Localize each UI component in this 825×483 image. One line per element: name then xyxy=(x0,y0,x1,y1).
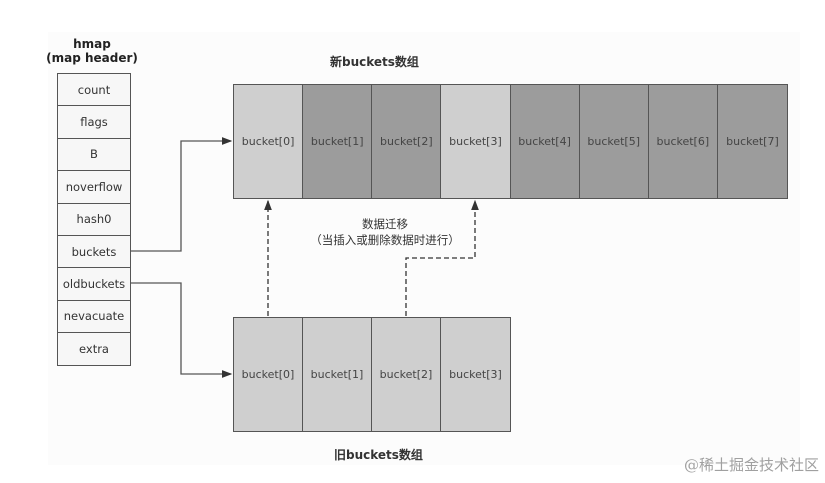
new-buckets-bucket-1: bucket[1] xyxy=(303,85,373,198)
migration-label: 数据迁移 （当插入或删除数据时进行） xyxy=(290,216,480,248)
old-buckets-array: bucket[0]bucket[1]bucket[2]bucket[3] xyxy=(233,317,511,432)
new-buckets-bucket-5: bucket[5] xyxy=(579,85,649,198)
watermark: @稀土掘金技术社区 xyxy=(683,456,819,474)
hmap-field-nevacuate: nevacuate xyxy=(58,301,130,334)
old-buckets-title: 旧buckets数组 xyxy=(334,448,423,462)
hmap-field-B: B xyxy=(58,139,130,172)
buckets-pointer-arrow xyxy=(130,137,233,252)
hmap-field-buckets: buckets xyxy=(58,236,130,269)
hmap-field-flags: flags xyxy=(58,106,130,139)
old-buckets-bucket-2: bucket[2] xyxy=(372,318,441,431)
migration-label-line2: （当插入或删除数据时进行） xyxy=(310,233,460,247)
hmap-title-line1: hmap xyxy=(73,37,111,51)
hmap-title-line2: (map header) xyxy=(46,51,138,65)
new-buckets-bucket-2: bucket[2] xyxy=(372,85,442,198)
migration-label-line1: 数据迁移 xyxy=(362,217,408,231)
hmap-field-count: count xyxy=(58,74,130,107)
new-buckets-bucket-0: bucket[0] xyxy=(234,85,304,198)
new-buckets-bucket-6: bucket[6] xyxy=(648,85,718,198)
oldbuckets-pointer-arrow xyxy=(130,282,233,378)
old-buckets-bucket-1: bucket[1] xyxy=(303,318,372,431)
new-buckets-array: bucket[0]bucket[1]bucket[2]bucket[3]buck… xyxy=(233,84,788,199)
hmap-field-oldbuckets: oldbuckets xyxy=(58,268,130,301)
new-buckets-title: 新buckets数组 xyxy=(330,55,419,69)
new-buckets-bucket-3: bucket[3] xyxy=(441,85,511,198)
old-buckets-bucket-0: bucket[0] xyxy=(234,318,303,431)
hmap-field-hash0: hash0 xyxy=(58,204,130,236)
hmap-title: hmap (map header) xyxy=(40,37,144,65)
old-buckets-bucket-3: bucket[3] xyxy=(441,318,510,431)
migration-arrow-bucket2 xyxy=(405,199,479,316)
hmap-field-extra: extra xyxy=(58,333,130,366)
new-buckets-bucket-7: bucket[7] xyxy=(717,85,787,198)
new-buckets-bucket-4: bucket[4] xyxy=(510,85,580,198)
hmap-field-noverflow: noverflow xyxy=(58,171,130,204)
